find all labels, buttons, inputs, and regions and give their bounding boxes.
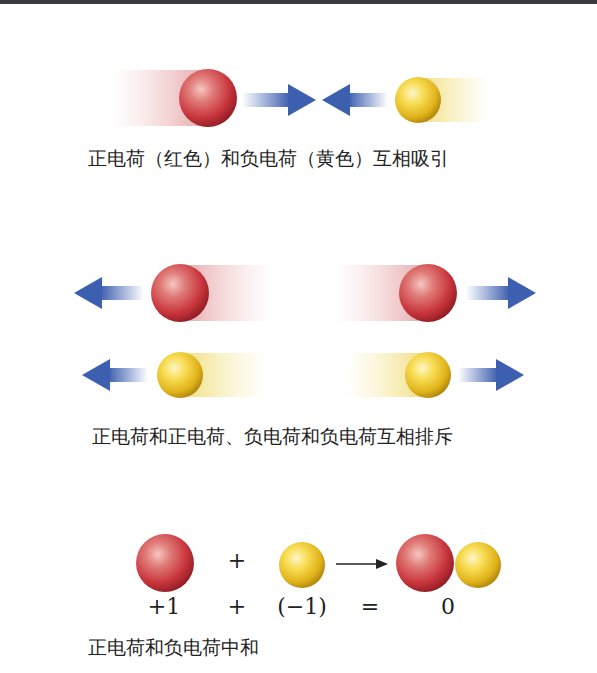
caption-text: 正电荷和负电荷中和	[88, 636, 259, 659]
charge-value: 0	[441, 594, 455, 620]
plus-sign: +	[228, 594, 246, 620]
caption-text: 正电荷和正电荷、负电荷和负电荷互相排斥	[92, 425, 453, 448]
charge-value: (−1)	[277, 594, 327, 620]
plus-sign: +	[228, 548, 246, 574]
equals-sign: =	[361, 594, 379, 620]
charge-value: +1	[148, 594, 180, 620]
caption-text: 正电荷（红色）和负电荷（黄色）互相吸引	[88, 147, 449, 170]
